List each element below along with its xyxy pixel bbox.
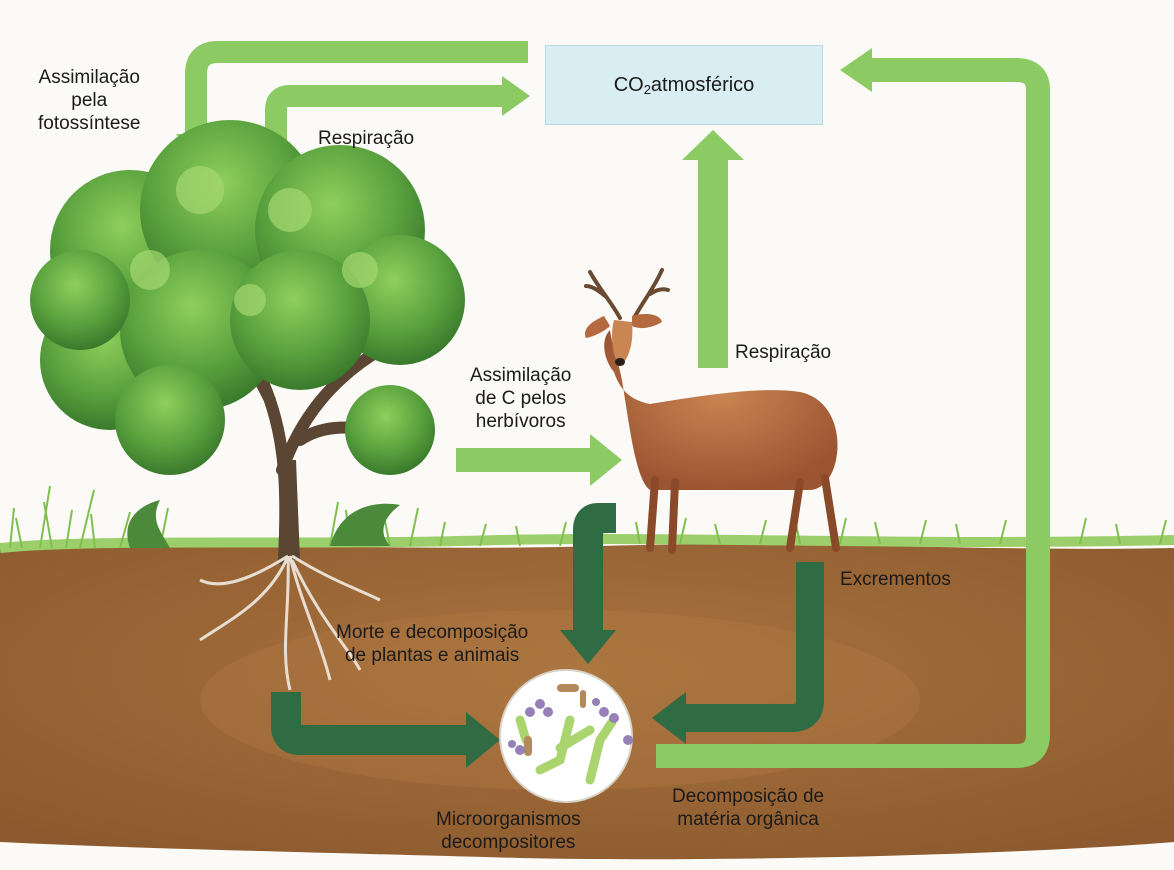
arrow-respiration-animal (698, 158, 728, 368)
arrow-excrements (680, 562, 824, 732)
microorganisms-circle (499, 669, 633, 803)
dark-arrows (271, 503, 824, 768)
arrow-herbivore-assimilation (456, 448, 596, 472)
arrow-assimilation-photosynthesis (185, 41, 528, 140)
label-line: Assimilação (38, 67, 140, 88)
label-line: decompositores (441, 832, 576, 853)
label-line: Decomposição de (672, 786, 825, 807)
deer-antlers (584, 268, 670, 320)
tree-foliage (30, 120, 465, 475)
co2-subscript: 2 (643, 81, 651, 97)
deer-body (604, 330, 838, 490)
label-respiration-animal: Respiração (735, 342, 832, 363)
arrow-head-respiration-plant (502, 76, 530, 116)
label-excrements: Excrementos (840, 569, 951, 590)
label-assimilation-photosynthesis: Assimilação pela fotossíntese (38, 66, 140, 135)
label-line: Morte e decomposição (336, 622, 529, 643)
label-respiration-plant: Respiração (318, 128, 415, 149)
label-death-decomposition: Morte e decomposição de plantas e animai… (336, 621, 528, 667)
co2-prefix: CO (613, 73, 644, 96)
label-decomposition-organic: Decomposição de matéria orgânica (672, 785, 824, 831)
arrow-head-excrements (652, 692, 686, 744)
label-line: fotossíntese (38, 113, 141, 134)
arrow-death-decomposition (573, 503, 616, 636)
label-line: de C pelos (475, 388, 567, 409)
arrow-head-respiration-animal (682, 130, 744, 160)
small-plants (127, 500, 400, 548)
arrow-respiration-plant (265, 85, 506, 152)
label-line: pela (71, 90, 108, 111)
arrow-tree-to-microbes (271, 692, 470, 755)
label-microorganisms: Microorganismos decompositores (436, 808, 581, 854)
arrow-head-tree-microbes (466, 712, 500, 768)
label-assimilation-herbivores: Assimilação de C pelos herbívoros (470, 364, 571, 433)
arrow-head-decomposition-return (840, 48, 872, 92)
label-line: de plantas e animais (344, 645, 520, 666)
co2-suffix: atmosférico (650, 73, 755, 96)
tree (30, 120, 465, 691)
deer-legs (646, 474, 840, 554)
label-line: Assimilação (470, 365, 572, 386)
label-line: herbívoros (475, 411, 566, 432)
label-line: matéria orgânica (677, 809, 819, 830)
deer (584, 268, 840, 554)
arrow-head-death (560, 630, 616, 664)
light-arrows (176, 41, 1050, 768)
tree-roots (199, 554, 381, 691)
label-line: Microorganismos (436, 809, 581, 830)
arrow-decomposition-return (656, 58, 1050, 768)
arrow-head-herbivore (590, 434, 622, 486)
